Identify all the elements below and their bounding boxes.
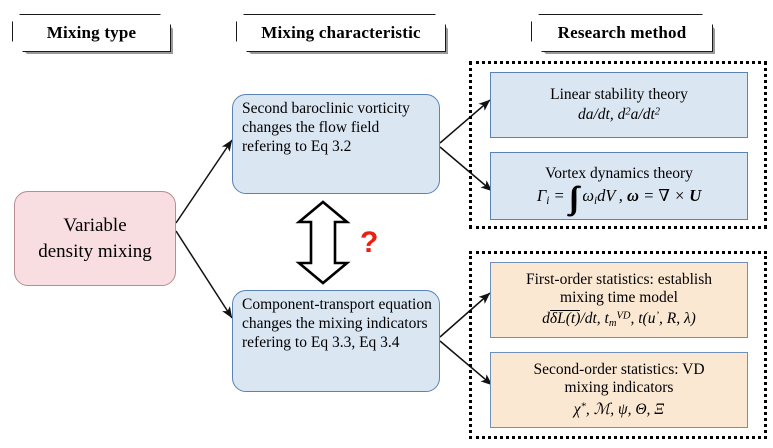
bidirectional-link-arrow-icon — [295, 200, 351, 285]
node-variable-density-mixing-text: Variable density mixing — [38, 213, 151, 263]
method-linear-stability-theory[interactable]: Linear stability theory da/dt, d2a/dt2 — [490, 72, 748, 138]
method-second-order-statistics-title-line-1: Second-order statistics: VD — [533, 361, 705, 379]
root-line-2: density mixing — [38, 240, 152, 262]
method-second-order-statistics-formula: χ*, ℳ, ψ, Θ, Ξ — [573, 400, 665, 418]
header-research-method: Research method — [531, 14, 713, 52]
node-component-transport-equation[interactable]: Component-transport equation changes the… — [232, 290, 440, 392]
node-variable-density-mixing[interactable]: Variable density mixing — [14, 191, 176, 286]
group-frame-flow-field-methods — [469, 61, 767, 229]
method-linear-stability-theory-formula: da/dt, d2a/dt2 — [577, 106, 661, 124]
method-vortex-dynamics-theory-title: Vortex dynamics theory — [545, 164, 693, 182]
node-second-baroclinic-vorticity[interactable]: Second baroclinic vorticity changes the … — [232, 94, 440, 194]
method-second-order-statistics[interactable]: Second-order statistics: VD mixing indic… — [490, 352, 748, 428]
method-vortex-dynamics-theory[interactable]: Vortex dynamics theory Γi = ∫∫∫ ωidV , ω… — [490, 152, 748, 220]
method-first-order-statistics-title-line-1: First-order statistics: establish — [526, 271, 712, 289]
root-line-1: Variable — [63, 215, 127, 237]
method-linear-stability-theory-title: Linear stability theory — [550, 85, 688, 103]
question-mark-annotation: ? — [360, 226, 379, 259]
group-frame-mixing-indicator-methods — [469, 251, 767, 439]
method-first-order-statistics[interactable]: First-order statistics: establish mixing… — [490, 262, 748, 338]
header-mixing-characteristic: Mixing characteristic — [236, 14, 446, 52]
method-second-order-statistics-title-line-2: mixing indicators — [564, 379, 674, 396]
header-mixing-type: Mixing type — [12, 14, 171, 52]
node-second-baroclinic-vorticity-text: Second baroclinic vorticity changes the … — [242, 100, 410, 155]
header-mixing-type-label: Mixing type — [46, 23, 137, 42]
edge-root-to-characteristic-1 — [175, 139, 233, 224]
method-first-order-statistics-title-line-2: mixing time model — [560, 289, 678, 307]
method-vortex-dynamics-theory-formula: Γi = ∫∫∫ ωidV , ω = ∇ × U — [536, 179, 702, 215]
edge-root-to-characteristic-2 — [175, 230, 233, 319]
node-component-transport-equation-text: Component-transport equation changes the… — [242, 296, 432, 351]
header-mixing-characteristic-label: Mixing characteristic — [261, 23, 421, 42]
method-first-order-statistics-formula: dδL(t)/dt, tmVD, t(u’, R, λ) — [542, 310, 696, 329]
header-research-method-label: Research method — [557, 23, 687, 42]
